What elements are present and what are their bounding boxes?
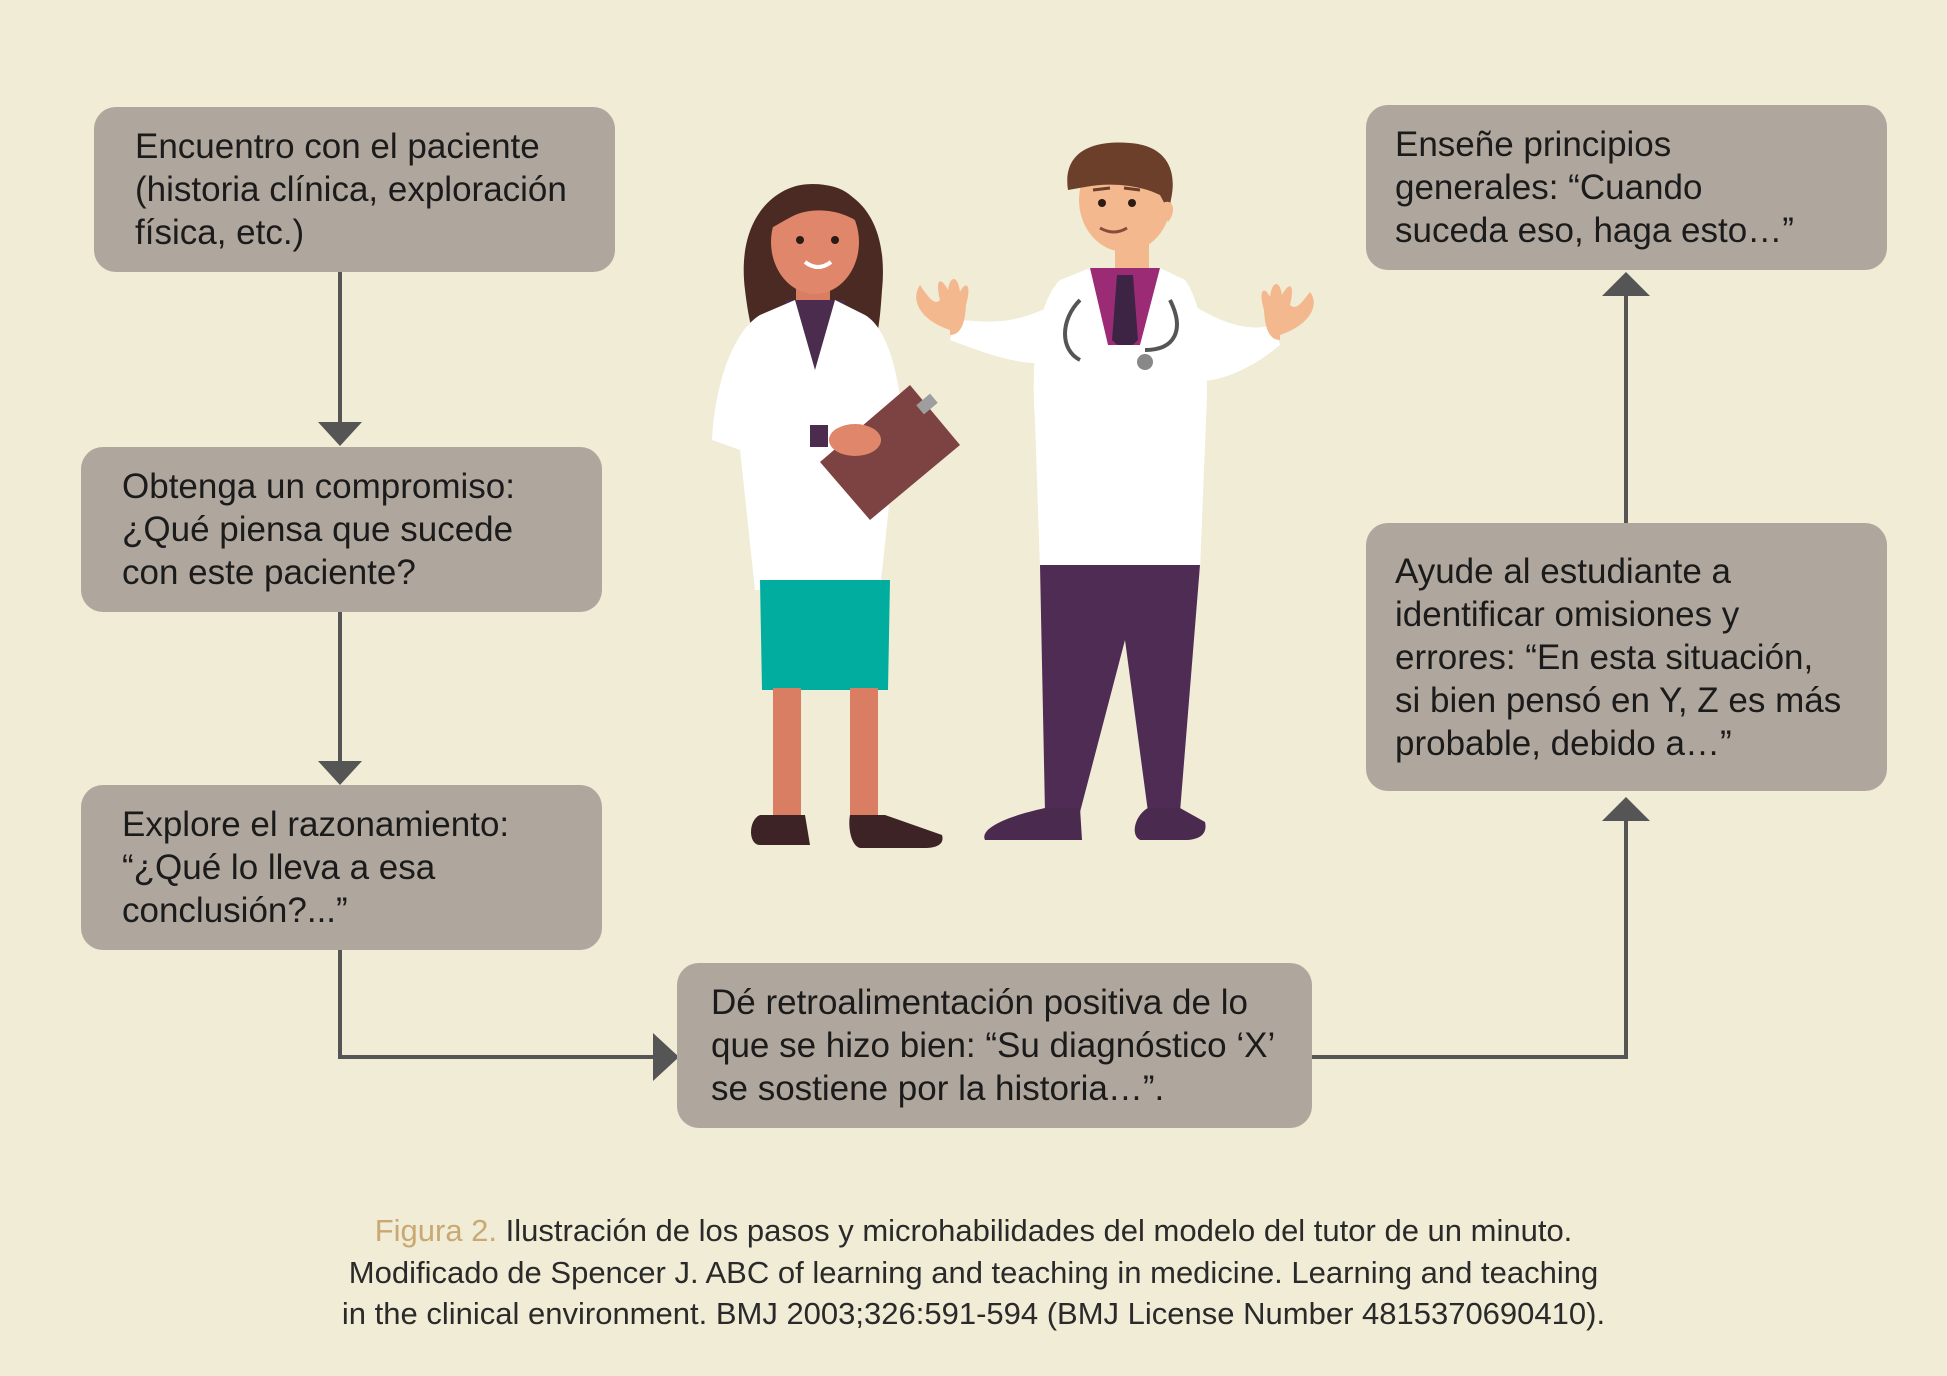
arrow-feedback-to-errors <box>1312 815 1628 1059</box>
male-doctor-figure <box>916 142 1314 840</box>
arrowhead-down-2 <box>318 761 362 785</box>
arrowhead-up-1 <box>1602 797 1650 821</box>
step-reasoning-text: Explore el razonamiento: “¿Qué lo lleva … <box>122 805 510 930</box>
step-reasoning-box: Explore el razonamiento: “¿Qué lo lleva … <box>81 785 602 950</box>
step-principles-box: Enseñe principios generales: “Cuando suc… <box>1366 105 1887 270</box>
step-encounter-text: Encuentro con el paciente (historia clín… <box>135 127 567 252</box>
step-errors-box: Ayude al estudiante a identificar omisio… <box>1366 523 1887 791</box>
step-principles-text: Enseñe principios generales: “Cuando suc… <box>1395 125 1794 250</box>
arrowhead-down-1 <box>318 422 362 446</box>
caption-line-2: Modificado de Spencer J. ABC of learning… <box>348 1254 1599 1290</box>
caption-line-3: in the clinical environment. BMJ 2003;32… <box>341 1296 1606 1331</box>
step-commitment-box: Obtenga un compromiso: ¿Qué piensa que s… <box>81 447 602 612</box>
step-feedback-text: Dé retroalimentación positiva de lo que … <box>711 983 1276 1108</box>
figure-caption: Figura 2. Ilustración de los pasos y mic… <box>0 1210 1947 1335</box>
step-feedback-box: Dé retroalimentación positiva de lo que … <box>677 963 1312 1128</box>
caption-label: Figura 2. <box>374 1213 498 1248</box>
caption-line-1-text: Ilustración de los pasos y microhabilida… <box>497 1213 1573 1248</box>
arrow-reasoning-to-feedback <box>338 950 655 1059</box>
step-errors-text: Ayude al estudiante a identificar omisio… <box>1395 551 1842 763</box>
arrowhead-up-2 <box>1602 272 1650 296</box>
female-doctor-figure <box>712 184 960 848</box>
arrowhead-right <box>653 1033 679 1081</box>
step-encounter-box: Encuentro con el paciente (historia clín… <box>94 107 615 272</box>
step-commitment-text: Obtenga un compromiso: ¿Qué piensa que s… <box>122 467 515 592</box>
caption-line-1: Figura 2. Ilustración de los pasos y mic… <box>0 1210 1947 1252</box>
